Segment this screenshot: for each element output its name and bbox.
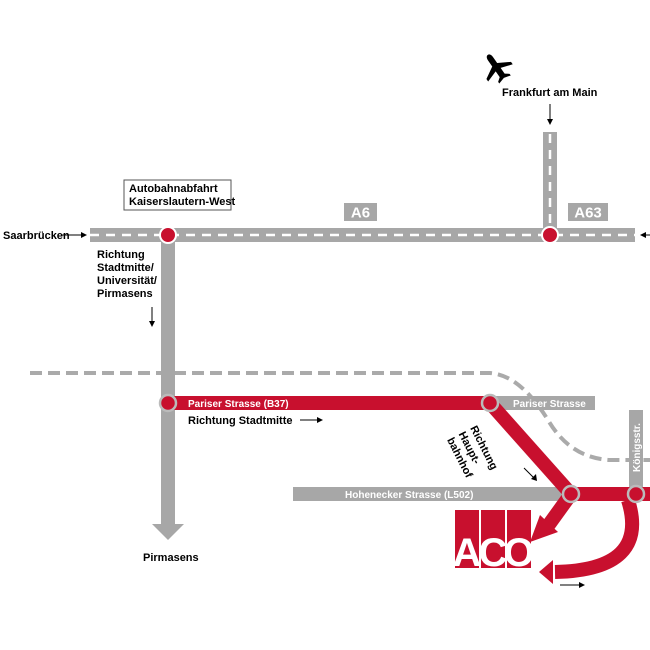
arrow-richtung-stadtmitte [300,417,323,423]
arrow-richtung-univ [149,307,155,327]
label-richtung-hbf: Richtung Haupt- bahnhof [444,424,500,480]
railway-line [30,371,650,462]
label-richtung-univ-2: Stadtmitte/ [97,262,154,274]
highway-a63 [543,132,557,230]
junction-a6-a63 [541,226,559,244]
arrow-saarbruecken [62,232,87,238]
junction-a6-exit [159,226,177,244]
label-saarbruecken: Saarbrücken [3,230,70,242]
shield-a63: A63 [568,203,608,222]
junction-hohenecker [561,484,581,504]
road-hohenecker [293,487,571,501]
aco-logo-o: O [503,531,534,575]
airplane-icon [486,54,513,84]
arrow-richtung-hbf [523,467,537,481]
aco-logo: A C O [453,510,535,575]
label-richtung-univ-1: Richtung [97,249,145,261]
label-pariser-east: Pariser Strasse [513,399,586,410]
route-red [168,396,650,579]
label-pirmasens: Pirmasens [143,552,199,564]
label-richtung-univ-3: Universität/ [97,275,157,287]
arrow-east-a6 [640,232,650,238]
junction-pariser-b37 [158,393,178,413]
label-exit-line1: Autobahnabfahrt [129,183,218,195]
road-pirmasens [152,235,184,540]
label-hohenecker: Hohenecker Strasse (L502) [345,490,473,501]
shield-a6: A6 [344,203,377,222]
route-arrowhead-return [539,560,553,584]
road-pariser-east [490,396,595,410]
aco-logo-a: A [453,531,482,575]
arrow-return [560,582,585,588]
label-koenigsstr: Königsstr. [632,423,643,472]
arrow-frankfurt [547,104,553,125]
road-koenigsstr [629,410,643,495]
shield-a6-label: A6 [351,205,370,222]
label-pariser-b37: Pariser Strasse (B37) [188,399,289,410]
label-richtung-stadtmitte: Richtung Stadtmitte [188,415,293,427]
route-arrowhead-aco [530,515,558,542]
label-exit-line2: Kaiserslautern-West [129,196,236,208]
label-frankfurt: Frankfurt am Main [502,87,598,99]
label-richtung-univ-4: Pirmasens [97,288,153,300]
exit-box: Autobahnabfahrt Kaiserslautern-West [123,179,236,211]
junction-koenigsstr [626,484,646,504]
aco-logo-c: C [479,531,508,575]
shield-a63-label: A63 [574,205,602,222]
junction-pariser-east [480,393,500,413]
